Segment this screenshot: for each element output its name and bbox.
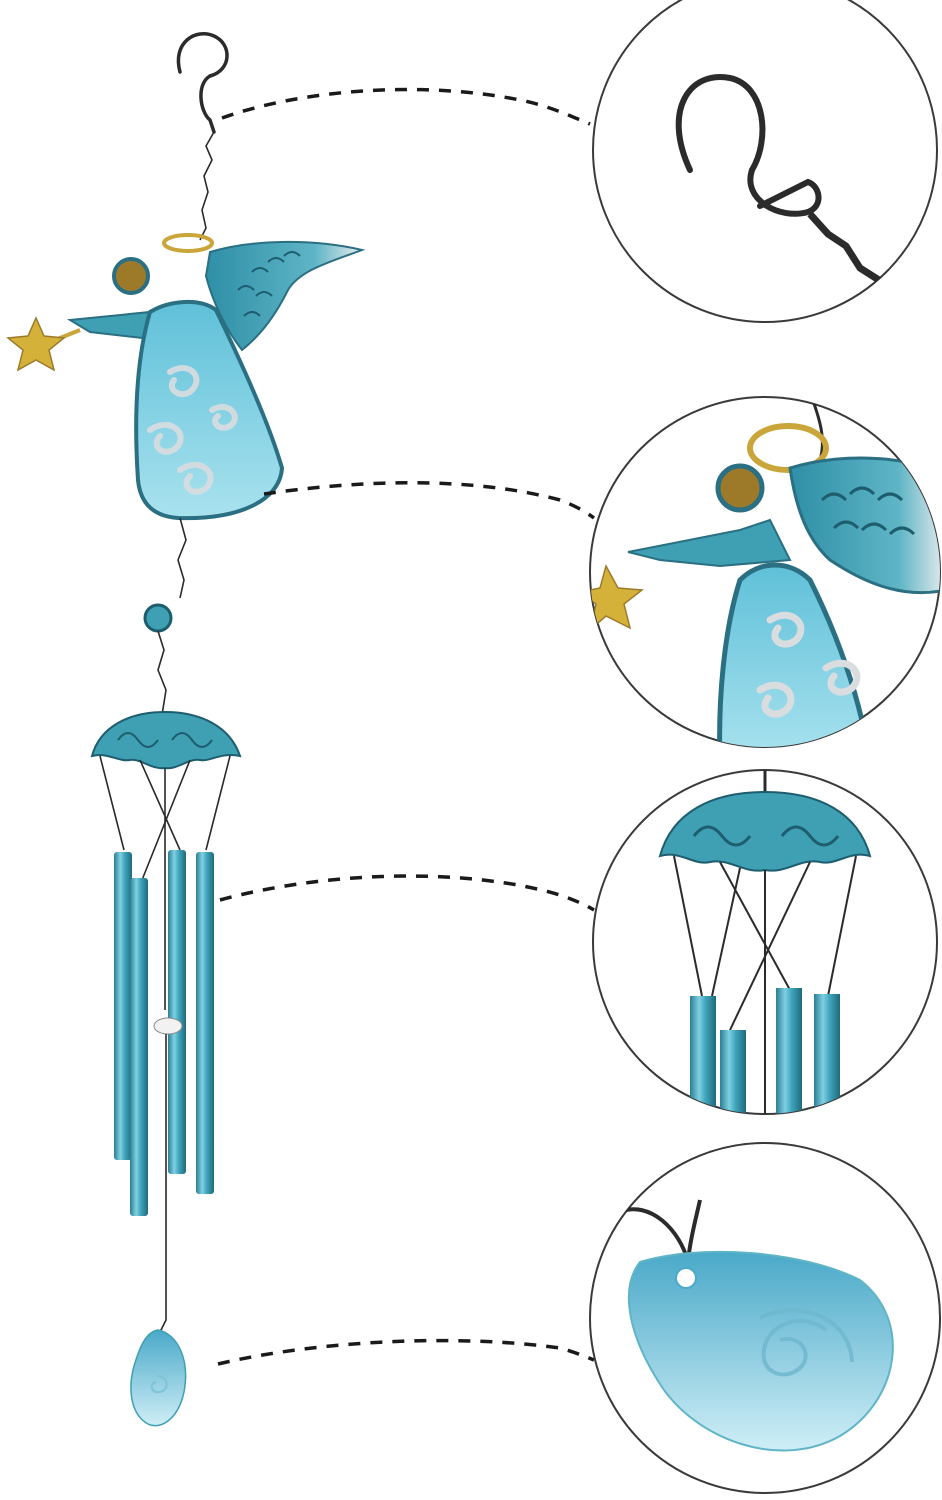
chime-tube — [114, 852, 132, 1160]
glass-sail-detail-icon — [619, 1199, 894, 1452]
callout-line-tubes — [219, 874, 595, 912]
angel-head-icon — [112, 257, 150, 295]
callout-line-hook — [221, 87, 591, 126]
chime-tube — [196, 852, 214, 1194]
canopy-icon — [90, 710, 242, 770]
detail-circle-sail — [589, 1142, 941, 1494]
angel-wing-icon — [204, 240, 366, 352]
star-icon — [6, 316, 66, 372]
bead-icon — [143, 603, 173, 633]
halo-icon — [162, 233, 214, 253]
wind-chime-main — [6, 32, 366, 1427]
hook-icon — [176, 32, 229, 241]
detail-circle-angel — [589, 396, 941, 748]
striker-icon — [153, 1017, 183, 1035]
detail-circle-tubes — [592, 769, 938, 1115]
chime-tubes-icon — [658, 770, 872, 1114]
angel-icon — [590, 397, 940, 747]
detail-circle-hook — [592, 0, 938, 323]
chime-tube — [130, 878, 148, 1216]
chime-tube — [168, 850, 186, 1174]
glass-sail-icon — [130, 1329, 187, 1427]
callout-line-angel — [263, 481, 596, 520]
callout-line-sail — [217, 1338, 595, 1366]
